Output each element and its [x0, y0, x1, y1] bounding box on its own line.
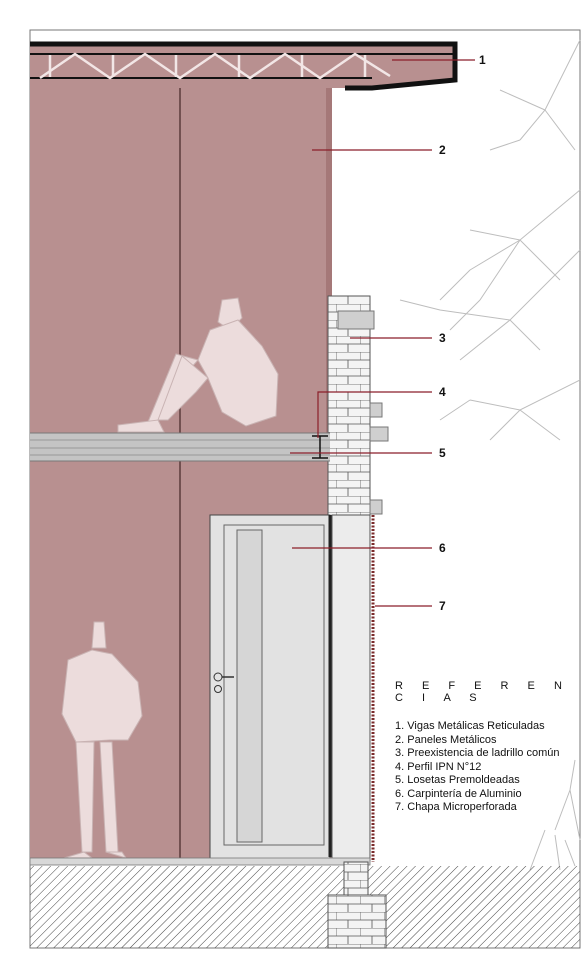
legend-item: 1. Vigas Metálicas Reticuladas: [395, 720, 585, 734]
brick-block: [369, 402, 383, 418]
callout-1: 1: [479, 53, 486, 67]
legend-item-num: 5.: [395, 774, 405, 786]
legend-item-num: 2.: [395, 733, 405, 746]
foundation: [327, 894, 387, 949]
upper-panel-edge: [326, 88, 332, 433]
leader-lines: [290, 59, 475, 607]
legend-item-text: Carpintería de Aluminio: [407, 787, 522, 800]
callout-7: 7: [439, 599, 446, 613]
legend-title: R E F E R E N C I A S: [395, 680, 570, 704]
brick-block: [337, 310, 375, 330]
legend-item-text: Paneles Metálicos: [407, 733, 497, 746]
legend-item-num: 7.: [395, 801, 405, 813]
legend-item: 6. Carpintería de Aluminio: [395, 788, 585, 802]
legend-item: 4. Perfil IPN N°12: [395, 761, 585, 775]
legend-item-num: 1.: [395, 720, 405, 732]
terrain-hatch: [30, 866, 580, 948]
legend-item-num: 3.: [395, 747, 405, 759]
brick-block: [369, 499, 383, 515]
legend-item-num: 4.: [395, 760, 405, 773]
foundation: [343, 861, 369, 896]
side-column: [331, 514, 371, 862]
legend-list: 1. Vigas Metálicas Reticuladas 2. Panele…: [395, 720, 585, 815]
legend-item: 7. Chapa Microperforada: [395, 801, 585, 815]
floor-line: [29, 857, 371, 866]
brick-block: [369, 426, 389, 442]
callout-6: 6: [439, 541, 446, 555]
slab-losetas: [30, 432, 330, 462]
tree-silhouette: [399, 39, 581, 871]
legend-item-text: Perfil IPN N°12: [407, 760, 482, 773]
legend-item: 5. Losetas Premoldeadas: [395, 774, 585, 788]
aluminum-door: [209, 514, 331, 862]
legend-item-text: Losetas Premoldeadas: [407, 774, 520, 786]
legend-item-num: 6.: [395, 787, 405, 800]
ipn-profile: [312, 435, 328, 459]
legend-item-text: Vigas Metálicas Reticuladas: [407, 720, 545, 732]
legend-item: 2. Paneles Metálicos: [395, 734, 585, 748]
legend-item: 3. Preexistencia de ladrillo común: [395, 747, 585, 761]
legend-item-text: Chapa Microperforada: [407, 801, 517, 813]
legend-item-text: Preexistencia de ladrillo común: [407, 747, 560, 759]
brick-wall: [327, 295, 371, 517]
standing-figure: [61, 621, 143, 859]
seated-figure: [117, 297, 279, 433]
roof-truss: [30, 41, 458, 91]
callout-4: 4: [439, 385, 446, 399]
callout-3: 3: [439, 331, 446, 345]
callout-2: 2: [439, 143, 446, 157]
callout-5: 5: [439, 446, 446, 460]
references-legend: R E F E R E N C I A S 1. Vigas Metálicas…: [395, 680, 585, 815]
